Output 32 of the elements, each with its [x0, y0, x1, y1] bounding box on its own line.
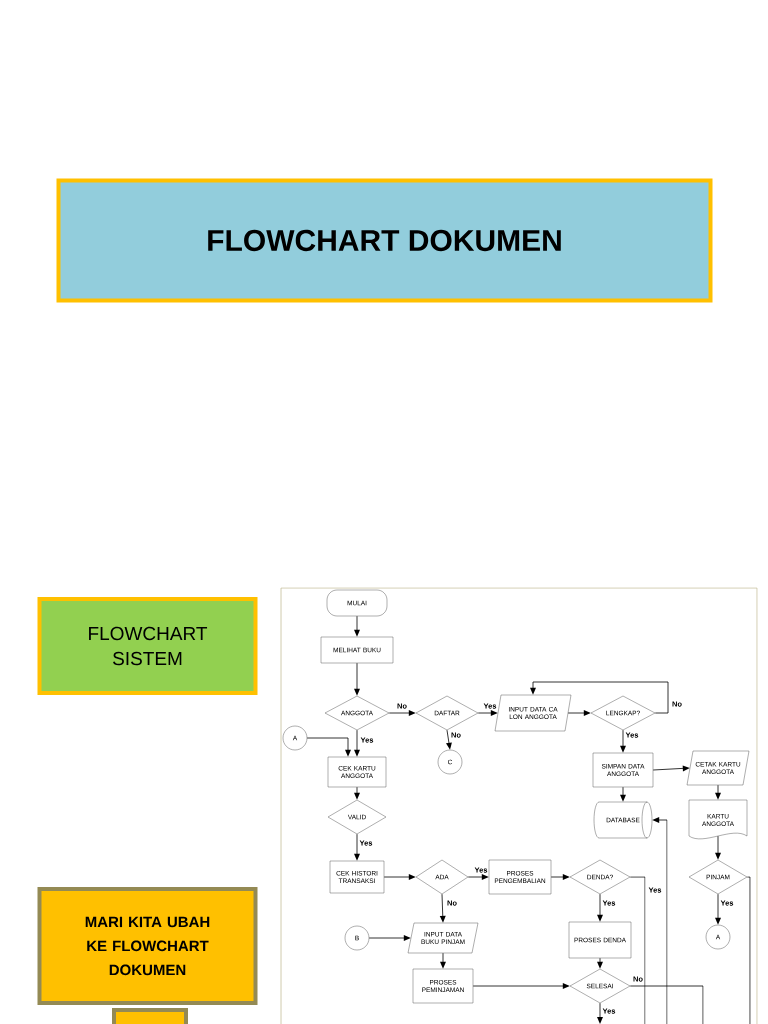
arrow — [597, 893, 603, 922]
arrow — [567, 710, 591, 716]
arrow — [439, 893, 446, 923]
arrow — [620, 786, 626, 802]
arrow — [652, 817, 668, 1024]
arrow — [368, 935, 411, 941]
arrow — [354, 786, 360, 800]
arrow — [388, 710, 416, 716]
arrow — [715, 893, 721, 925]
arrow — [620, 729, 626, 753]
arrow — [530, 681, 669, 714]
arrow — [597, 1002, 603, 1024]
arrow — [467, 874, 489, 880]
arrow — [383, 874, 416, 880]
arrow — [354, 662, 360, 696]
arrow — [354, 615, 360, 637]
arrow — [472, 983, 570, 989]
arrow — [652, 765, 690, 772]
arrow — [715, 784, 721, 800]
arrow — [354, 729, 360, 757]
arrow — [306, 737, 351, 757]
arrow — [597, 957, 603, 969]
heading-box: MARI KITA UBAH KE FLOWCHART DOKUMEN — [37, 887, 258, 1005]
arrow — [354, 833, 360, 861]
heading-box: FLOWCHART SISTEM — [37, 597, 258, 695]
arrow — [477, 710, 498, 716]
title-box: FLOWCHART DOKUMEN — [56, 178, 713, 303]
arrow — [446, 729, 452, 750]
arrow — [440, 952, 446, 969]
arrow — [715, 835, 721, 860]
box — [112, 1008, 188, 1024]
arrow — [550, 874, 570, 880]
